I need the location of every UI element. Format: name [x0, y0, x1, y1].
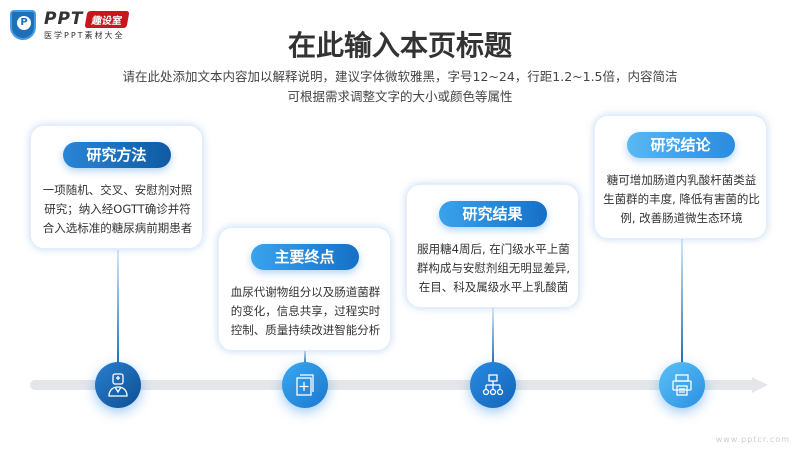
card-text: 糖可增加肠道内乳酸杆菌类益生菌群的丰度, 降低有害菌的比例, 改善肠道微生态环境 [603, 173, 760, 225]
timeline-track [30, 380, 760, 390]
watermark: www.pptcr.com [715, 435, 790, 444]
document-plus-icon [282, 362, 328, 408]
timeline-arrow-icon [752, 377, 768, 393]
connector-line [117, 250, 119, 365]
card-badge: 研究方法 [62, 142, 171, 168]
card-text: 服用糖4周后, 在门级水平上菌群构成与安慰剂组无明显差异, 在目、科及属级水平上… [416, 242, 571, 294]
card-text: 血尿代谢物组分以及肠道菌群的变化，信息共享，过程实时控制、质量持续改进智能分析 [230, 285, 381, 337]
card-badge: 研究结果 [438, 201, 547, 227]
page-title: 在此输入本页标题 [287, 29, 512, 62]
card-primary-endpoint: 主要终点 血尿代谢物组分以及肠道菌群的变化，信息共享，过程实时控制、质量持续改进… [218, 227, 391, 351]
card-research-method: 研究方法 一项随机、交叉、安慰剂对照研究；纳入经OGTT确诊并符合入选标准的糖尿… [30, 125, 203, 249]
connector-line [492, 308, 494, 365]
subtitle-line-2: 可根据需求调整文字的大小或颜色等属性 [287, 89, 513, 104]
logo-brand: PPT [44, 9, 84, 29]
connector-line [681, 238, 683, 365]
card-research-conclusion: 研究结论 糖可增加肠道内乳酸杆菌类益生菌群的丰度, 降低有害菌的比例, 改善肠道… [594, 115, 767, 239]
hierarchy-icon [470, 362, 516, 408]
logo: P PPT 趣设室 医学PPT素材大全 [8, 8, 208, 44]
subtitle-line-1: 请在此处添加文本内容加以解释说明，建议字体微软雅黑，字号12~24，行距1.2~… [122, 69, 678, 84]
doctor-icon [95, 362, 141, 408]
card-text: 一项随机、交叉、安慰剂对照研究；纳入经OGTT确诊并符合入选标准的糖尿病前期患者 [42, 183, 193, 235]
shield-logo-icon: P [10, 10, 36, 40]
card-badge: 主要终点 [250, 244, 359, 270]
connector-line [304, 350, 306, 365]
logo-subtitle: 医学PPT素材大全 [44, 31, 125, 40]
card-badge: 研究结论 [626, 132, 735, 158]
card-research-results: 研究结果 服用糖4周后, 在门级水平上菌群构成与安慰剂组无明显差异, 在目、科及… [406, 184, 579, 308]
printer-icon [659, 362, 705, 408]
